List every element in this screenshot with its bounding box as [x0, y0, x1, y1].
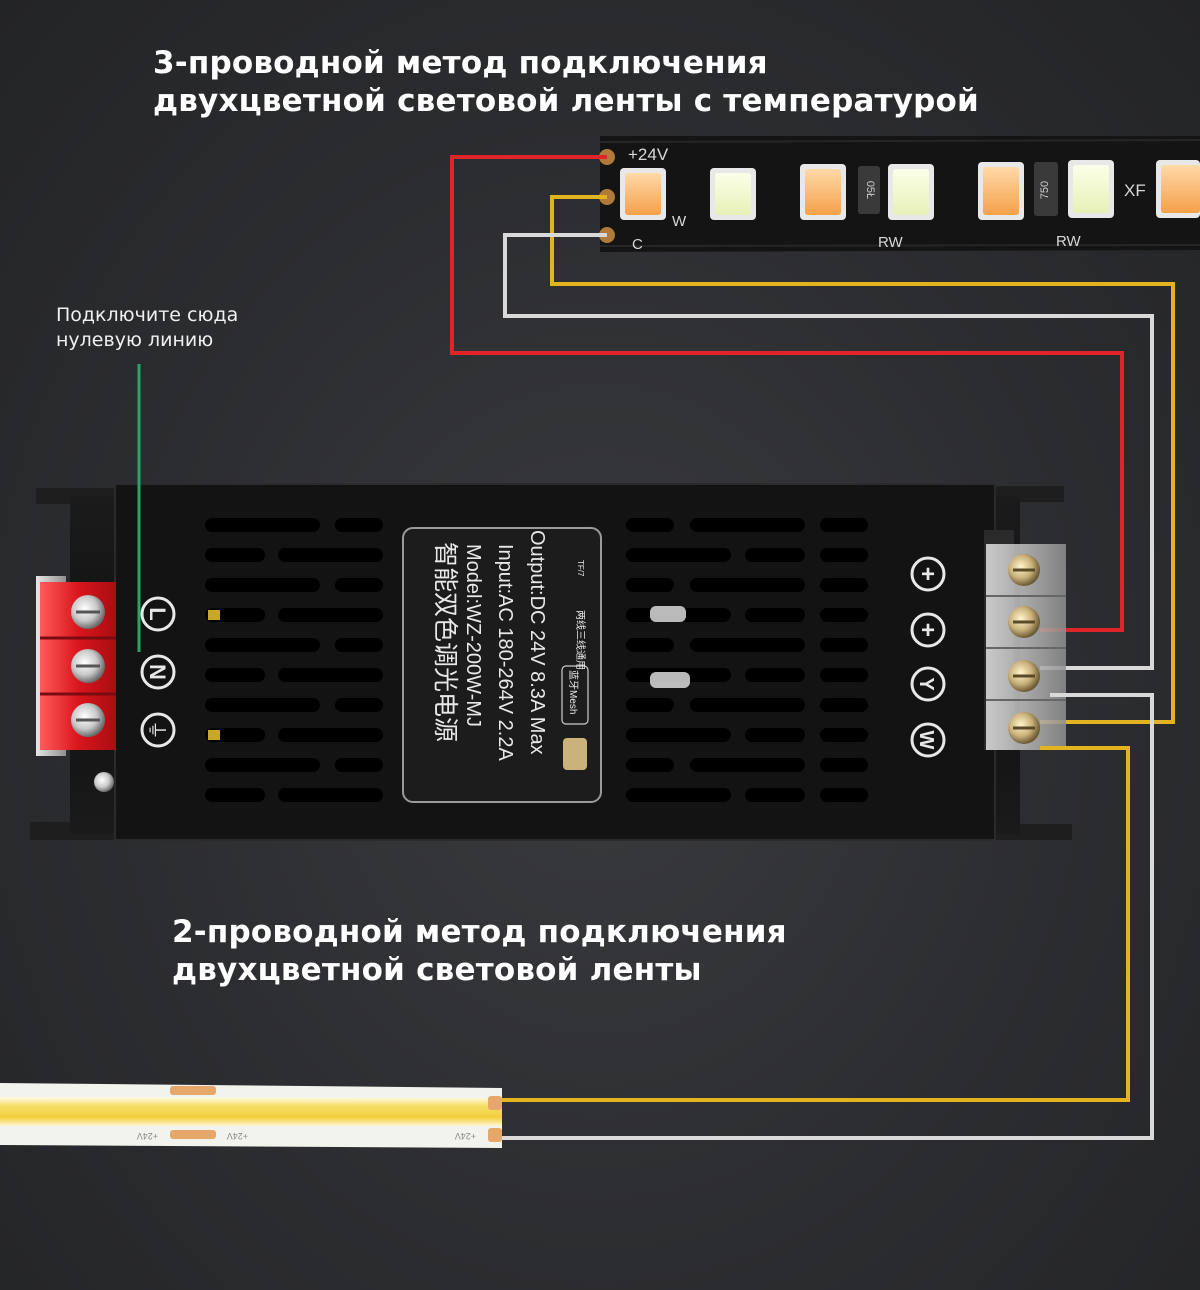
terminal-y-label: Y [915, 677, 937, 691]
spec-label [402, 527, 602, 803]
title-3-wire-method: 3-проводной метод подключения двухцветно… [153, 44, 979, 120]
neutral-note-line2: нулевую линию [56, 329, 214, 351]
terminal-plus-2-label: + [921, 617, 935, 644]
pad-w-label: W [672, 213, 687, 230]
wire-white-c [503, 233, 1154, 670]
terminal-w-label: W [915, 731, 937, 750]
title-3-wire-line1: 3-проводной метод подключения [153, 45, 768, 81]
xf-label: XF [1124, 181, 1146, 200]
cob-led-strip-2-wire: +24V +24V +24V [0, 1083, 502, 1148]
cob-pad-label-3: +24V [455, 1131, 476, 1141]
psu-output: Output:DC 24V 8.3A Max [526, 530, 548, 755]
power-supply: 智能双色调光电源 Model:WZ-200W-MJ Input:AC 180-2… [30, 483, 1072, 841]
neutral-line-note: Подключите сюда нулевую линию [56, 303, 238, 353]
psu-input: Input:AC 180-264V 2.2A [494, 544, 516, 761]
solder-pad [170, 1086, 216, 1095]
solder-pad [488, 1128, 502, 1142]
output-terminal-block [984, 530, 1066, 750]
vent-slots-right [626, 518, 868, 802]
psu-model: Model:WZ-200W-MJ [462, 544, 484, 727]
terminal-ground-label: ⏚ [145, 720, 169, 740]
input-terminal-labels [140, 596, 176, 748]
led-strip-3-wire: +24V W C 05Ł 750 RW RW XF [599, 136, 1200, 253]
resistor-code-2: 750 [1039, 181, 1051, 199]
resistor [858, 166, 880, 214]
rw-label-1: RW [878, 234, 904, 251]
pad-plus-label: +24V [628, 145, 669, 164]
vent-slots-left [205, 518, 383, 802]
input-terminal-block [36, 576, 116, 756]
wires-2-wire [500, 693, 1154, 1140]
badge-two-three-wire: 两线三线通用 [574, 610, 587, 670]
wire-red-plus [450, 155, 1124, 632]
resistor-code-1: 05Ł [864, 181, 876, 199]
title-2-wire-line2: двухцветной световой ленты [172, 952, 702, 988]
solder-pad [170, 1130, 216, 1139]
terminal-l-label: L [145, 607, 170, 620]
psu-name-cn: 智能双色调光电源 [431, 542, 459, 742]
logo-badge [563, 738, 587, 770]
bluetooth-badge [561, 665, 589, 725]
cob-pad-label-1: +24V [137, 1131, 158, 1141]
terminal-plus-1-label: + [921, 561, 935, 588]
rw-label-2: RW [1056, 233, 1082, 250]
output-terminal-labels [910, 556, 946, 758]
wire-yellow-2wire [500, 746, 1130, 1102]
cob-pad-label-2: +24V [227, 1131, 248, 1141]
pad-c-label: C [632, 236, 643, 253]
resistor [1034, 162, 1058, 216]
terminal-n-label: N [145, 664, 170, 680]
badge-small: TF/7 [576, 560, 585, 577]
title-2-wire-method: 2-проводной метод подключения двухцветно… [172, 913, 787, 989]
badge-mesh: 蓝牙Mesh [567, 670, 579, 714]
neutral-note-line1: Подключите сюда [56, 304, 239, 326]
title-3-wire-line2: двухцветной световой ленты с температуро… [153, 83, 979, 119]
wire-white-2wire [500, 693, 1154, 1140]
solder-pad [488, 1096, 502, 1110]
title-2-wire-line1: 2-проводной метод подключения [172, 914, 787, 950]
